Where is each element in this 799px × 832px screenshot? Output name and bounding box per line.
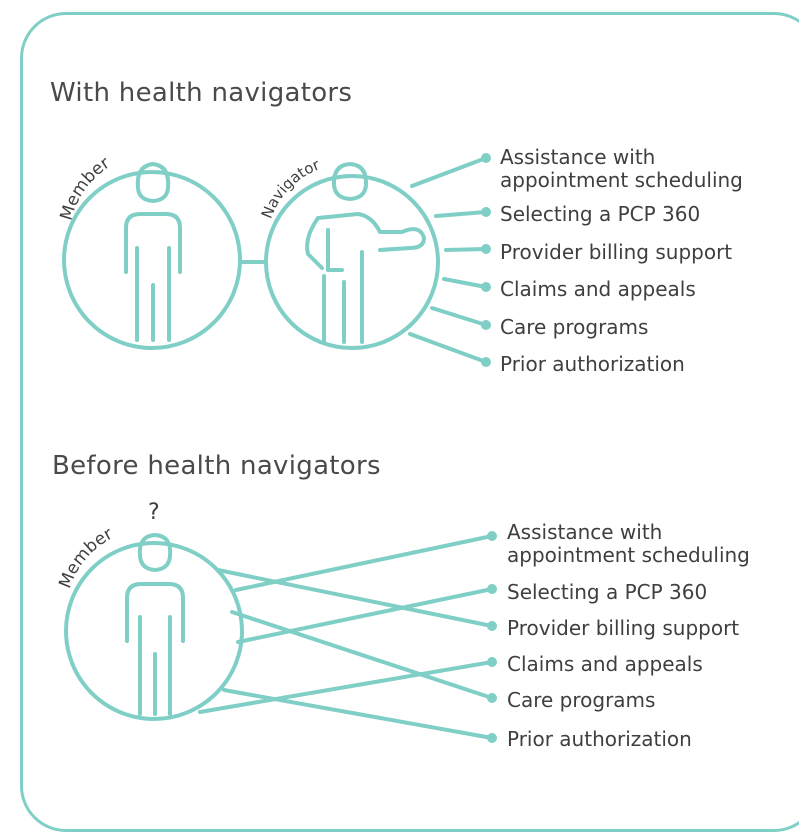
navigator-circle (264, 174, 440, 350)
bullet-dot (487, 621, 497, 631)
tangled-lines (198, 534, 494, 740)
svg-text:Navigator: Navigator (258, 155, 323, 221)
before-item-prior-auth: Prior authorization (507, 727, 692, 751)
with-item-billing: Provider billing support (500, 240, 733, 264)
navigator-fan-lines (408, 156, 488, 364)
bullet-dot (487, 531, 497, 541)
member-body-icon (124, 212, 182, 342)
with-item-prior-auth: Prior authorization (500, 352, 685, 376)
before-heading: Before health navigators (52, 451, 381, 481)
before-item-claims: Claims and appeals (507, 652, 703, 676)
bullet-dot (481, 153, 491, 163)
bullet-dot (481, 320, 491, 330)
with-item-assistance-line2: appointment scheduling (500, 168, 743, 192)
navigator-body-icon (305, 212, 426, 344)
bullet-dot (481, 357, 491, 367)
with-item-pcp: Selecting a PCP 360 (500, 202, 701, 226)
bullet-dot (487, 693, 497, 703)
before-item-assistance-line2: appointment scheduling (507, 543, 750, 567)
bullet-dot (481, 282, 491, 292)
bullet-dot (487, 584, 497, 594)
question-mark: ? (148, 500, 160, 525)
with-heading: With health navigators (50, 78, 353, 108)
bullet-dot (487, 657, 497, 667)
before-item-billing: Provider billing support (507, 616, 740, 640)
diagram-graphics: Member Navigator Member (55, 153, 497, 743)
with-item-claims: Claims and appeals (500, 277, 696, 301)
before-member-head-icon (137, 533, 173, 572)
with-item-assistance-line1: Assistance with (500, 145, 656, 169)
before-item-assistance-line1: Assistance with (507, 520, 663, 544)
before-member-circle (64, 541, 244, 721)
before-item-care: Care programs (507, 688, 656, 712)
before-item-pcp: Selecting a PCP 360 (507, 580, 708, 604)
bullet-dot (481, 244, 491, 254)
bullet-dot (481, 207, 491, 217)
with-item-care: Care programs (500, 315, 649, 339)
member-head-icon (135, 162, 171, 203)
before-member-body-icon (125, 582, 185, 716)
navigator-label: Navigator (258, 155, 323, 221)
panel-card (20, 12, 799, 832)
bullet-dot (487, 733, 497, 743)
navigator-head-icon (331, 162, 369, 201)
